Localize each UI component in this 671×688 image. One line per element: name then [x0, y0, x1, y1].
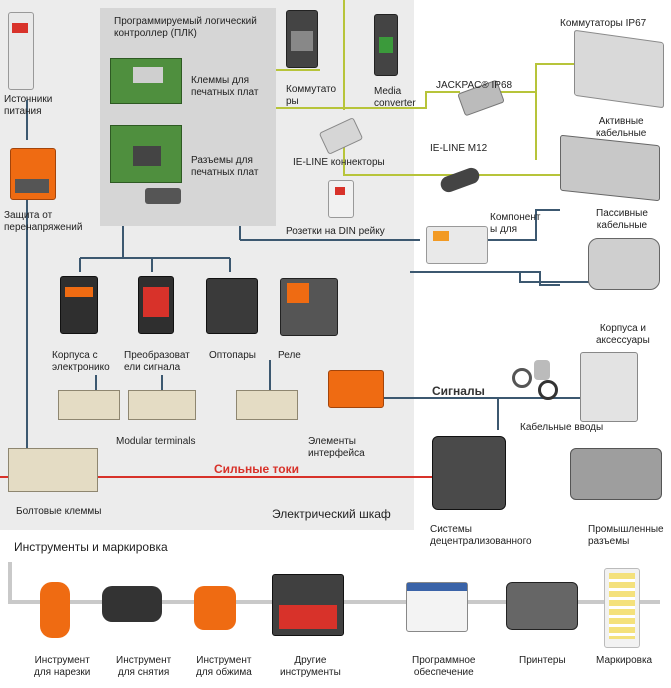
pcb-connectors-image[interactable]	[110, 125, 182, 183]
relays-label[interactable]: Реле	[278, 350, 301, 361]
active-cabling-device[interactable]	[560, 134, 660, 202]
switch-device[interactable]	[286, 10, 318, 68]
interface-element-device[interactable]	[328, 370, 384, 408]
surge-protection-label[interactable]: Защита от перенапряжений	[4, 210, 83, 233]
plc-title: Программируемый логический контроллер (П…	[114, 16, 257, 39]
other-tools-label[interactable]: Другие инструменты	[280, 655, 341, 678]
ie-line-connectors-label[interactable]: IE-LINE коннекторы	[293, 157, 385, 168]
switches-label[interactable]: Коммутато ры	[286, 84, 337, 107]
switches-ip67-label[interactable]: Коммутаторы IP67	[560, 18, 647, 29]
software-device[interactable]	[406, 582, 468, 632]
media-converter-device[interactable]	[374, 14, 398, 76]
electrical-cabinet-label: Электрический шкаф	[272, 507, 391, 521]
decentralized-system-device[interactable]	[432, 436, 506, 510]
power-supply-label[interactable]: Источники питания	[4, 94, 53, 117]
enclosures-label[interactable]: Корпуса и аксессуары	[596, 323, 650, 346]
media-converter-label[interactable]: Media converter	[374, 86, 416, 109]
crimping-tool-label[interactable]: Инструмент для обжима	[196, 655, 252, 678]
cutting-tool-device[interactable]	[40, 582, 70, 638]
active-cabling-label[interactable]: Активные кабельные	[596, 116, 647, 139]
cutting-tool-label[interactable]: Инструмент для нарезки	[34, 655, 91, 678]
interface-elements-label[interactable]: Элементы интерфейса	[308, 436, 365, 459]
cable-glands-device[interactable]	[512, 360, 566, 400]
passive-cabling-device[interactable]	[588, 238, 660, 290]
relay-device[interactable]	[280, 278, 338, 336]
signals-label: Сигналы	[432, 384, 485, 398]
enclosure-device[interactable]	[580, 352, 638, 422]
din-sockets-label[interactable]: Розетки на DIN рейку	[286, 226, 385, 237]
decentralized-systems-label[interactable]: Системы децентрализованного	[430, 524, 532, 547]
ethernet-lines	[276, 0, 575, 176]
plc-area	[100, 8, 276, 226]
modular-terminal-1[interactable]	[58, 390, 120, 420]
electronic-housings-label[interactable]: Корпуса с электронико	[52, 350, 110, 373]
modular-terminals-label[interactable]: Modular terminals	[116, 436, 196, 447]
component-box-device[interactable]	[426, 226, 488, 264]
pcb-connectors-label[interactable]: Разъемы для печатных плат	[191, 155, 259, 178]
crimping-tool-device[interactable]	[194, 586, 236, 630]
tools-section-title: Инструменты и маркировка	[14, 540, 168, 554]
signal-converters-label[interactable]: Преобразоват ели сигнала	[124, 350, 190, 373]
ip67-switch-device[interactable]	[574, 29, 664, 109]
stripping-tool-device[interactable]	[102, 586, 162, 622]
marking-device[interactable]	[604, 568, 640, 648]
ie-line-m12-label[interactable]: IE-LINE M12	[430, 143, 488, 154]
optocouplers-label[interactable]: Оптопары	[209, 350, 256, 361]
bolt-terminals-device[interactable]	[8, 448, 98, 492]
signal-converter-device[interactable]	[138, 276, 174, 334]
printer-device[interactable]	[506, 582, 578, 630]
pcb-connector-plug	[145, 188, 181, 204]
passive-cabling-label[interactable]: Пассивные кабельные	[596, 208, 648, 231]
electronic-housing-device[interactable]	[60, 276, 98, 334]
components-for-label[interactable]: Компонент ы для	[490, 212, 541, 235]
high-currents-label: Сильные токи	[212, 462, 301, 476]
modular-terminal-2[interactable]	[128, 390, 196, 420]
industrial-connectors-label[interactable]: Промышленные разъемы	[588, 524, 664, 547]
modular-terminal-3[interactable]	[236, 390, 298, 420]
din-socket-device[interactable]	[328, 180, 354, 218]
marking-label[interactable]: Маркировка	[596, 655, 653, 666]
pcb-terminals-image[interactable]	[110, 58, 182, 104]
printers-label[interactable]: Принтеры	[519, 655, 566, 666]
surge-protection-device[interactable]	[10, 148, 56, 200]
software-label[interactable]: Программное обеспечение	[412, 655, 476, 678]
power-supply-device[interactable]	[8, 12, 34, 90]
optocoupler-device[interactable]	[206, 278, 258, 334]
other-tools-device[interactable]	[272, 574, 344, 636]
stripping-tool-label[interactable]: Инструмент для снятия	[116, 655, 172, 678]
industrial-connector-device[interactable]	[570, 448, 662, 500]
jackpac-label[interactable]: JACKPAC® IP68	[436, 80, 513, 91]
cable-glands-label[interactable]: Кабельные вводы	[520, 422, 604, 433]
pcb-terminals-label[interactable]: Клеммы для печатных плат	[191, 75, 259, 98]
bolt-terminals-label[interactable]: Болтовые клеммы	[16, 506, 102, 517]
